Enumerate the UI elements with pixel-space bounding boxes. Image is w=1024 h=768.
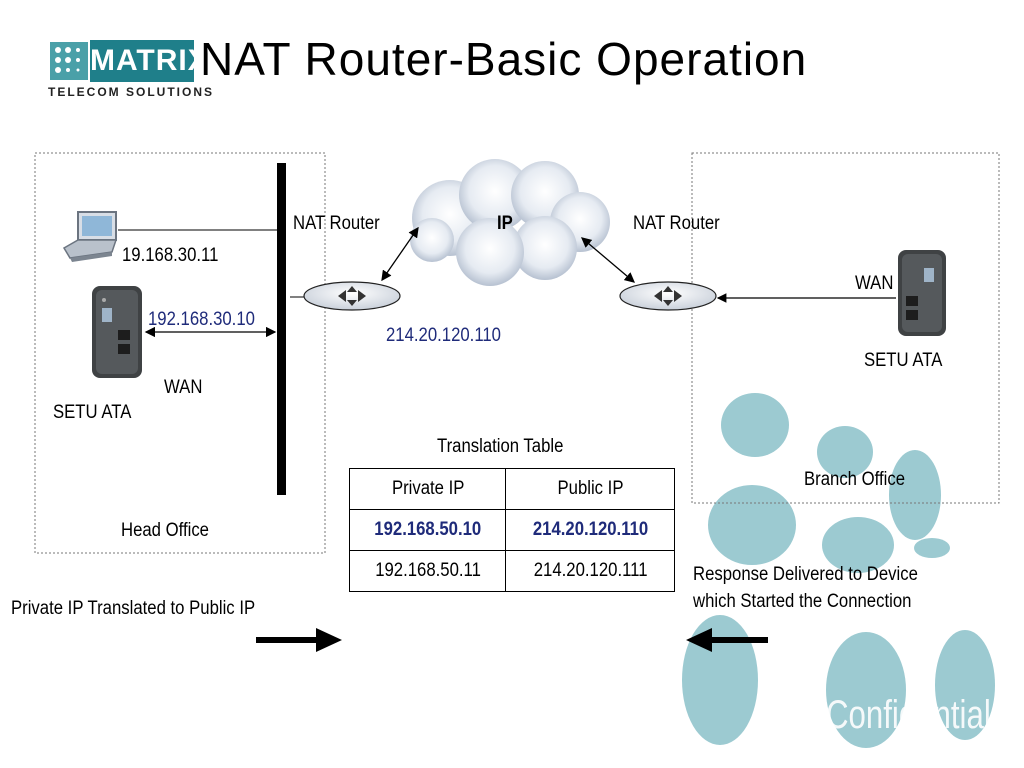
head-office-label: Head Office [121,520,209,541]
head-ata-label: SETU ATA [53,402,132,423]
translation-table-caption: Translation Table [437,436,564,457]
nat-router-right-icon [619,281,717,311]
table-row: 192.168.50.11 214.20.120.111 [348,550,675,592]
logo-wordmark: MATRIX [90,40,208,82]
cloud-ip-label: IP [497,213,513,234]
left-direction-arrow [686,628,768,652]
left-router-cloud-arrow [381,226,419,282]
setu-ata-head-icon [92,286,142,378]
nat-router-right-label: NAT Router [633,213,720,234]
nat-router-left-icon [303,281,401,311]
confidential-watermark: Confidential [826,693,991,737]
table-cell: 192.168.50.11 [348,550,507,592]
right-direction-arrow [256,628,342,652]
head-office-box [34,152,326,554]
right-note-line2: which Started the Connection [693,591,912,612]
head-ata-ip-label: 192.168.30.10 [148,309,255,330]
laptop-ip-label: 19.168.30.11 [122,245,219,266]
logo-mark [50,42,88,80]
right-router-cloud-arrow [581,237,635,283]
right-note-line1: Response Delivered to Device [693,564,918,585]
branch-ata-label: SETU ATA [864,350,943,371]
table-cell: 214.20.120.111 [505,550,675,592]
table-header-cell: Private IP [348,468,507,510]
branch-office-box [691,152,1000,504]
laptop-icon [62,211,118,262]
logo-tagline: TELECOM SOLUTIONS [48,85,214,99]
branch-office-label: Branch Office [804,469,905,490]
ip-cloud [410,159,610,286]
table-cell: 192.168.50.10 [348,509,507,551]
nat-router-left-label: NAT Router [293,213,380,234]
translation-table: Private IP Public IP 192.168.50.10 214.2… [348,468,675,592]
table-row: 192.168.50.10 214.20.120.110 [348,509,675,551]
lan-bus [277,163,286,495]
setu-ata-branch-icon [898,250,946,336]
branch-wan-label: WAN [855,273,894,294]
table-header-row: Private IP Public IP [348,468,675,510]
table-header-cell: Public IP [505,468,675,510]
public-ip-label: 214.20.120.110 [386,325,501,346]
left-note: Private IP Translated to Public IP [11,598,256,619]
decor-blobs [682,393,995,748]
head-wan-label: WAN [164,377,203,398]
logo-dots-icon [55,47,80,73]
table-cell: 214.20.120.110 [505,509,675,551]
slide-title: NAT Router-Basic Operation [200,33,808,85]
